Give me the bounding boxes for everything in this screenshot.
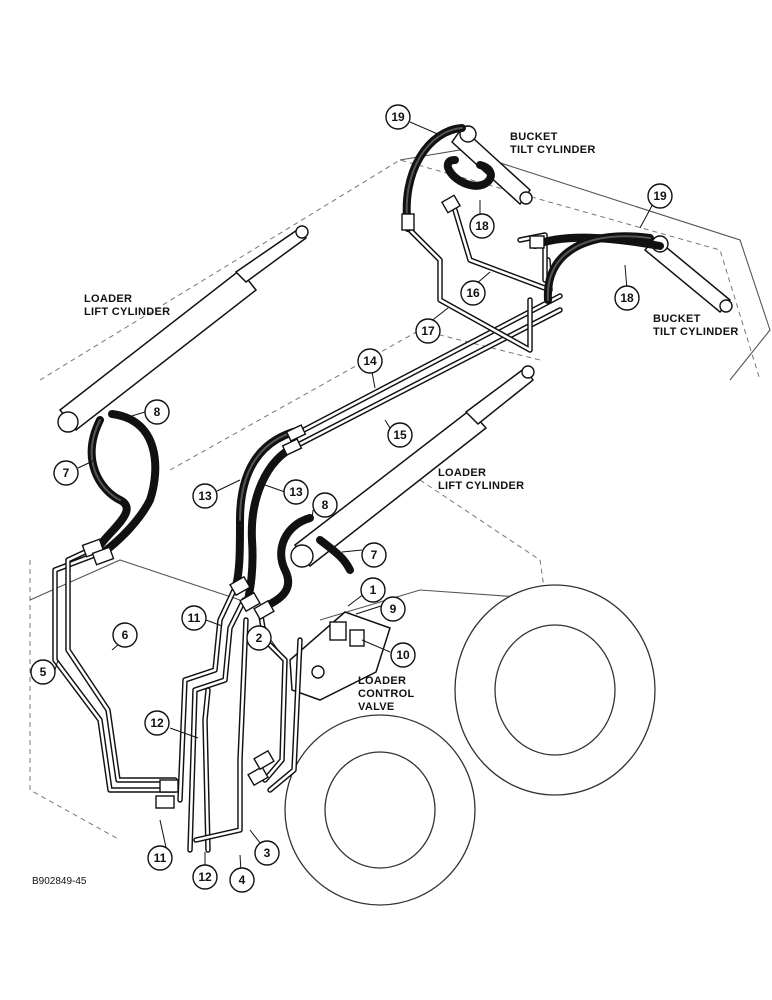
steel-tubes bbox=[52, 207, 563, 853]
front-tire bbox=[454, 584, 656, 796]
control-valve-line2: CONTROL bbox=[358, 688, 414, 700]
svg-text:19: 19 bbox=[391, 110, 405, 124]
loader-lift-cylinder-left bbox=[57, 225, 309, 433]
loader-lift-cylinder-right bbox=[290, 365, 535, 568]
callout-6: 6 bbox=[112, 622, 138, 648]
svg-text:12: 12 bbox=[198, 870, 212, 884]
control-valve-line3: VALVE bbox=[358, 701, 395, 713]
svg-text:17: 17 bbox=[421, 324, 435, 338]
callout-11-bottom: 11 bbox=[147, 845, 173, 871]
label-loader-lift-right: LOADER LIFT CYLINDER bbox=[438, 467, 524, 492]
loader-control-valve bbox=[289, 611, 391, 701]
svg-text:18: 18 bbox=[620, 291, 634, 305]
callout-3: 3 bbox=[254, 840, 280, 866]
svg-text:7: 7 bbox=[63, 466, 70, 480]
svg-text:19: 19 bbox=[653, 189, 667, 203]
callout-10: 10 bbox=[390, 642, 416, 668]
svg-text:11: 11 bbox=[188, 611, 201, 625]
callout-17: 17 bbox=[415, 318, 441, 344]
svg-text:14: 14 bbox=[363, 354, 377, 368]
callout-13-left: 13 bbox=[192, 483, 218, 509]
svg-text:12: 12 bbox=[150, 716, 164, 730]
loader-lift-left-line1: LOADER bbox=[84, 293, 132, 305]
svg-text:15: 15 bbox=[393, 428, 407, 442]
callout-13-right: 13 bbox=[283, 479, 309, 505]
callout-19-right: 19 bbox=[647, 183, 673, 209]
bucket-tilt-right-line1: BUCKET bbox=[653, 313, 701, 325]
callout-15: 15 bbox=[387, 422, 413, 448]
callout-9: 9 bbox=[380, 596, 406, 622]
loader-lift-right-line1: LOADER bbox=[438, 467, 486, 479]
callout-14: 14 bbox=[357, 348, 383, 374]
callout-18-right: 18 bbox=[614, 285, 640, 311]
callout-12-top: 12 bbox=[144, 710, 170, 736]
callout-16: 16 bbox=[460, 280, 486, 306]
machine-body bbox=[29, 149, 771, 841]
fittings bbox=[81, 194, 545, 809]
svg-text:8: 8 bbox=[154, 405, 161, 419]
loader-lift-left-line2: LIFT CYLINDER bbox=[84, 306, 170, 318]
svg-text:6: 6 bbox=[122, 628, 129, 642]
callout-5: 5 bbox=[30, 659, 56, 685]
callout-12-bottom: 12 bbox=[192, 864, 218, 890]
callout-4: 4 bbox=[229, 867, 255, 893]
label-control-valve: LOADER CONTROL VALVE bbox=[358, 675, 414, 713]
document-id: B902849-45 bbox=[32, 876, 87, 887]
bucket-tilt-right-line2: TILT CYLINDER bbox=[653, 326, 739, 338]
svg-text:1: 1 bbox=[370, 583, 377, 597]
callout-11-top: 11 bbox=[181, 605, 207, 631]
bucket-tilt-top-line2: TILT CYLINDER bbox=[510, 144, 596, 156]
svg-text:16: 16 bbox=[466, 286, 480, 300]
callout-7-left: 7 bbox=[53, 460, 79, 486]
callout-19-top: 19 bbox=[385, 104, 411, 130]
svg-text:11: 11 bbox=[154, 851, 167, 865]
svg-text:13: 13 bbox=[289, 485, 303, 499]
label-loader-lift-left: LOADER LIFT CYLINDER bbox=[84, 293, 170, 318]
bucket-tilt-top-line1: BUCKET bbox=[510, 131, 558, 143]
callout-7-right: 7 bbox=[361, 542, 387, 568]
loader-lift-right-line2: LIFT CYLINDER bbox=[438, 480, 524, 492]
callout-2: 2 bbox=[246, 625, 272, 651]
svg-text:9: 9 bbox=[390, 602, 397, 616]
callout-18-top: 18 bbox=[469, 213, 495, 239]
control-valve-line1: LOADER bbox=[358, 675, 406, 687]
svg-text:7: 7 bbox=[371, 548, 378, 562]
svg-text:10: 10 bbox=[396, 648, 410, 662]
svg-text:5: 5 bbox=[40, 665, 47, 679]
callout-1: 1 bbox=[360, 577, 386, 603]
bucket-tilt-cylinder-top bbox=[451, 125, 533, 206]
svg-text:3: 3 bbox=[264, 846, 271, 860]
label-bucket-tilt-top: BUCKET TILT CYLINDER bbox=[510, 131, 596, 156]
label-bucket-tilt-right: BUCKET TILT CYLINDER bbox=[653, 313, 739, 338]
callout-8-left: 8 bbox=[144, 399, 170, 425]
callout-8-right: 8 bbox=[312, 492, 338, 518]
svg-text:8: 8 bbox=[322, 498, 329, 512]
svg-text:2: 2 bbox=[256, 631, 263, 645]
svg-text:18: 18 bbox=[475, 219, 489, 233]
svg-text:13: 13 bbox=[198, 489, 212, 503]
svg-text:4: 4 bbox=[239, 873, 246, 887]
rear-tire bbox=[284, 714, 476, 906]
